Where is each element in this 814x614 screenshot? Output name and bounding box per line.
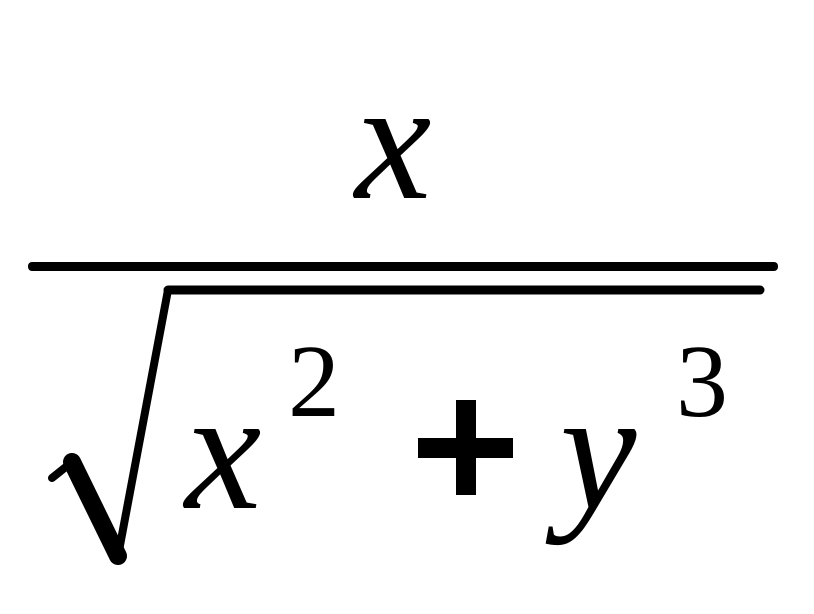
plus-operator [418, 400, 513, 495]
denominator-term1-base: x [185, 356, 262, 546]
numerator-variable: x [355, 46, 432, 236]
denominator-term2-exponent: 3 [676, 324, 728, 439]
denominator-term2-base: y [560, 356, 637, 546]
fraction-bar [28, 262, 778, 271]
denominator-term1-exponent: 2 [288, 324, 340, 439]
